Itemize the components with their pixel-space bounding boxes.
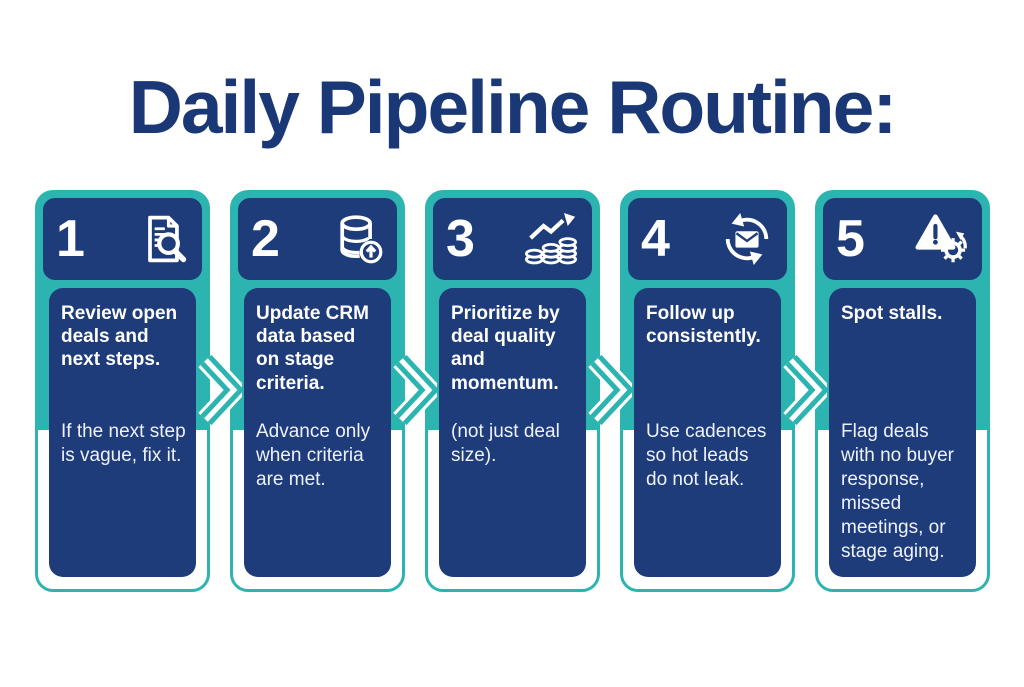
card-body-text: Advance only when criteria are met. (256, 421, 371, 490)
step-card-3: 3 Prioritize by deal quality an (425, 190, 600, 592)
card-panel: Review open deals and next steps. If the… (49, 288, 196, 577)
document-search-icon (137, 213, 189, 265)
chevron-right-icon (198, 352, 242, 428)
step-card-5: 5 Spot stalls. Flag deals with no buyer … (815, 190, 990, 592)
step-number: 5 (836, 210, 865, 268)
card-header: 2 (238, 198, 397, 280)
coins-growth-icon (523, 213, 579, 265)
chevron-right-icon (588, 352, 632, 428)
card-body-text: (not just deal size). (451, 421, 560, 466)
card-heading: Prioritize by deal quality and momentum. (451, 303, 560, 394)
step-card-2: 2 Update CRM data based on stage criteri… (230, 190, 405, 592)
card-heading: Follow up consistently. (646, 303, 761, 348)
card-body-text: Flag deals with no buyer response, misse… (841, 421, 955, 562)
card-header: 4 (628, 198, 787, 280)
card-panel: Prioritize by deal quality and momentum.… (439, 288, 586, 577)
card-body-text: If the next step is vague, fix it. (61, 421, 186, 466)
step-card-4: 4 Follow up consistently. Use cadences s… (620, 190, 795, 592)
card-header: 5 (823, 198, 982, 280)
chevron-right-icon (393, 352, 437, 428)
step-number: 3 (446, 210, 475, 268)
warning-gear-icon (913, 213, 969, 265)
card-panel: Update CRM data based on stage criteria.… (244, 288, 391, 577)
card-heading: Review open deals and next steps. (61, 303, 178, 371)
step-number: 2 (251, 210, 280, 268)
card-panel: Follow up consistently. Use cadences so … (634, 288, 781, 577)
card-header: 1 (43, 198, 202, 280)
card-heading: Update CRM data based on stage criteria. (256, 303, 369, 394)
card-panel: Spot stalls. Flag deals with no buyer re… (829, 288, 976, 577)
step-number: 1 (56, 210, 85, 268)
database-upload-icon (332, 213, 384, 265)
email-refresh-icon (720, 212, 774, 266)
card-heading: Spot stalls. (841, 303, 943, 324)
step-card-1: 1 Review open deals and next steps. If t… (35, 190, 210, 592)
card-header: 3 (433, 198, 592, 280)
step-number: 4 (641, 210, 670, 268)
page-title: Daily Pipeline Routine: (128, 65, 898, 149)
card-body-text: Use cadences so hot leads do not leak. (646, 421, 767, 490)
chevron-right-icon (783, 352, 827, 428)
